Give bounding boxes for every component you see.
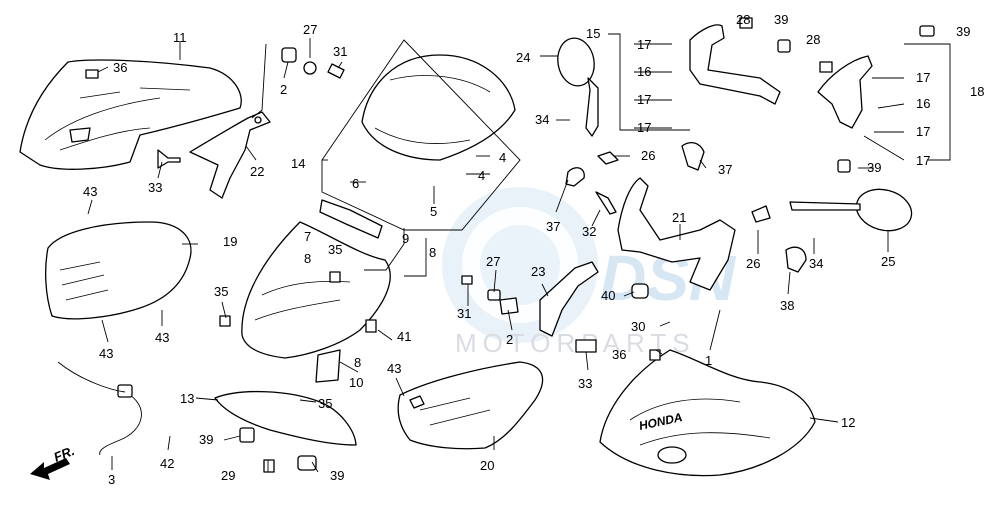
callout-16b: 16	[916, 96, 930, 111]
callout-2: 2	[280, 82, 287, 97]
part-stay-22	[189, 111, 271, 199]
callout-17e: 17	[916, 124, 930, 139]
callout-39b: 39	[956, 24, 970, 39]
callout-labels: 11 36 27 31 2 33 22 14 6 4 4 5 24 15 17 …	[83, 12, 984, 487]
front-direction-arrow: FR.	[30, 443, 77, 480]
part-middle-cowl-13	[214, 390, 357, 446]
callout-10: 10	[349, 375, 363, 390]
callout-31b: 31	[457, 306, 471, 321]
leader-lines	[57, 33, 951, 473]
callout-20: 20	[480, 458, 494, 473]
callout-1: 1	[705, 353, 712, 368]
part-under-cowl-20	[397, 361, 544, 450]
callout-35a: 35	[328, 242, 342, 257]
part-bracket-15	[689, 24, 781, 105]
callout-8a: 8	[304, 251, 311, 266]
callout-4b: 4	[478, 168, 485, 183]
callout-42: 42	[160, 456, 174, 471]
part-front-cowl	[241, 199, 391, 383]
callout-17b: 17	[637, 92, 651, 107]
callout-40: 40	[601, 288, 615, 303]
callout-38: 38	[780, 298, 794, 313]
callout-35c: 35	[318, 396, 332, 411]
callout-28b: 28	[806, 32, 820, 47]
callout-21: 21	[672, 210, 686, 225]
callout-32: 32	[582, 224, 596, 239]
callout-39a: 39	[774, 12, 788, 27]
part-sensor-3	[99, 384, 142, 456]
callout-43d: 43	[387, 361, 401, 376]
callout-8b: 8	[429, 245, 436, 260]
callout-30: 30	[631, 319, 645, 334]
part-mirror-25	[789, 188, 913, 232]
callout-26a: 26	[641, 148, 655, 163]
callout-34a: 34	[535, 112, 549, 127]
callout-39d: 39	[199, 432, 213, 447]
part-bracket-18	[817, 55, 873, 129]
callout-18: 18	[970, 84, 984, 99]
callout-11: 11	[173, 30, 187, 45]
callout-24: 24	[516, 50, 530, 65]
callout-15: 15	[586, 26, 600, 41]
part-upper-cowl	[19, 59, 242, 170]
callout-34b: 34	[809, 256, 823, 271]
callout-43b: 43	[155, 330, 169, 345]
callout-43c: 43	[99, 346, 113, 361]
callout-26b: 26	[746, 256, 760, 271]
callout-35b: 35	[214, 284, 228, 299]
callout-28a: 28	[736, 12, 750, 27]
callout-19: 19	[223, 234, 237, 249]
callout-37a: 37	[718, 162, 732, 177]
callout-37b: 37	[546, 219, 560, 234]
part-mirror-24	[557, 37, 599, 137]
callout-2b: 2	[506, 332, 513, 347]
callout-17d: 17	[916, 70, 930, 85]
callout-5: 5	[430, 204, 437, 219]
fasteners	[85, 17, 935, 473]
callout-41: 41	[397, 329, 411, 344]
direction-label: FR.	[52, 443, 77, 465]
callout-14: 14	[291, 156, 305, 171]
callout-6: 6	[352, 176, 359, 191]
part-side-cowl-12: HONDA	[599, 349, 816, 477]
callout-16a: 16	[637, 64, 651, 79]
callout-22: 22	[250, 164, 264, 179]
part-inner-panel-19	[45, 221, 192, 320]
callout-7: 7	[304, 229, 311, 244]
callout-39c: 39	[867, 160, 881, 175]
callout-29: 29	[221, 468, 235, 483]
callout-8c: 8	[354, 355, 361, 370]
callout-17c: 17	[637, 120, 651, 135]
callout-36: 36	[113, 60, 127, 75]
callout-4a: 4	[499, 150, 506, 165]
callout-13: 13	[180, 391, 194, 406]
callout-3: 3	[108, 472, 115, 487]
callout-33: 33	[148, 180, 162, 195]
callout-12: 12	[841, 415, 855, 430]
callout-43a: 43	[83, 184, 97, 199]
part-stay-23	[539, 261, 599, 337]
callout-17a: 17	[637, 37, 651, 52]
callout-36b: 36	[612, 347, 626, 362]
part-stay-21	[617, 177, 736, 291]
callout-27: 27	[303, 22, 317, 37]
callout-33b: 33	[578, 376, 592, 391]
callout-31: 31	[333, 44, 347, 59]
callout-9: 9	[402, 231, 409, 246]
part-windscreen	[321, 39, 521, 231]
callout-17f: 17	[916, 153, 930, 168]
callout-27b: 27	[486, 254, 500, 269]
callout-25: 25	[881, 254, 895, 269]
callout-39e: 39	[330, 468, 344, 483]
callout-23: 23	[531, 264, 545, 279]
